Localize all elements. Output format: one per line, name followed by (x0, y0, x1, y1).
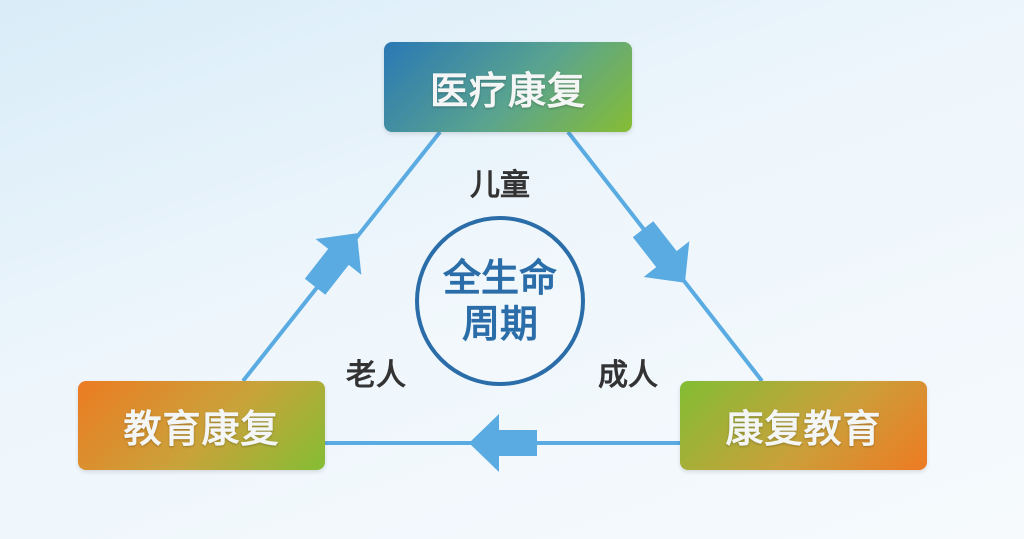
center-text-line2: 周期 (461, 302, 538, 346)
node-educational-rehab: 教育康复 (78, 381, 325, 470)
arrow-up-right-icon (304, 233, 362, 295)
node-rehab-education: 康复教育 (680, 381, 927, 470)
node-medical-rehab: 医疗康复 (384, 42, 632, 132)
stage-label-adult: 成人 (598, 358, 658, 393)
node-educational-rehab-label: 教育康复 (123, 407, 280, 451)
arrow-down-right-icon (632, 221, 690, 283)
node-rehab-education-label: 康复教育 (725, 407, 882, 451)
center-text-line1: 全生命 (442, 256, 557, 300)
stage-label-elder: 老人 (346, 358, 406, 393)
arrow-left-icon (469, 414, 537, 472)
stage-label-child: 儿童 (470, 168, 530, 203)
center-lifecycle-circle: 全生命 周期 (415, 216, 585, 386)
node-medical-rehab-label: 医疗康复 (429, 68, 586, 113)
